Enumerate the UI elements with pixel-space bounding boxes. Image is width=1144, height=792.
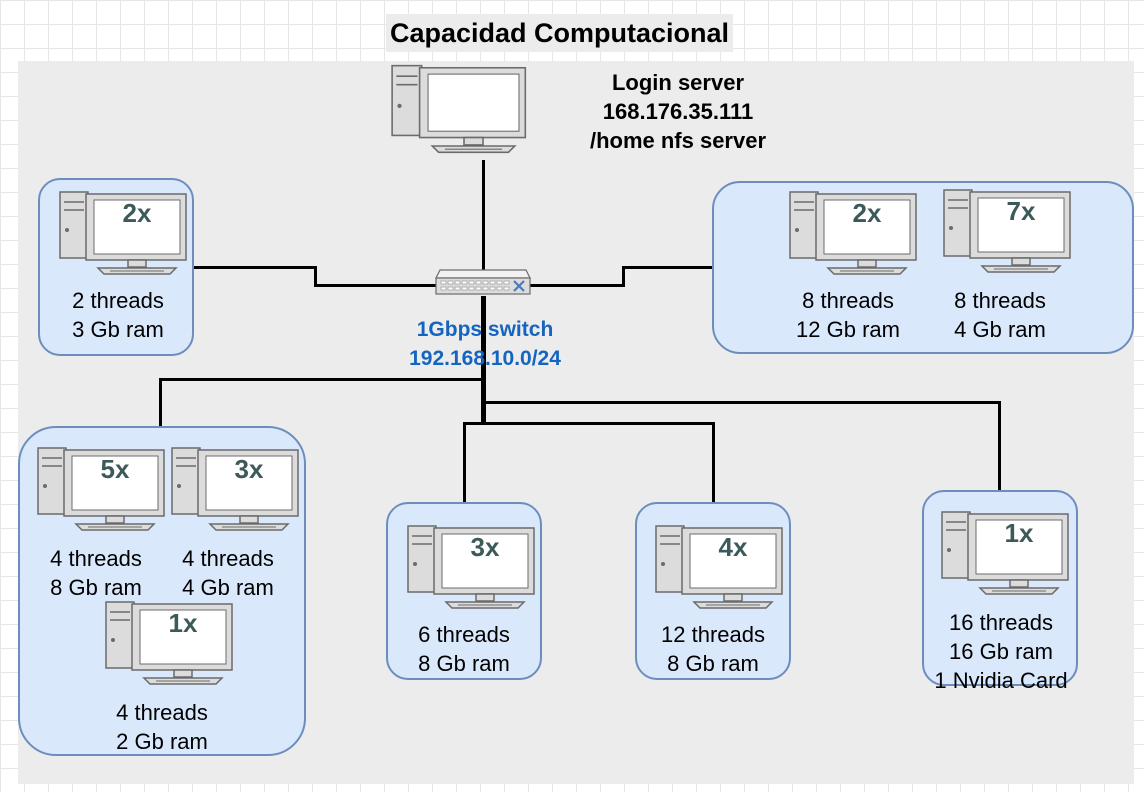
node-threads: 6 threads: [418, 622, 510, 647]
login-server-computer: [390, 56, 538, 162]
link-switch-middle-nodes: [463, 422, 466, 502]
node-threads: 4 threads: [116, 700, 208, 725]
link-switch-trunk: [481, 296, 486, 424]
node-threads: 8 threads: [954, 288, 1046, 313]
compute-node-i: 1x: [940, 508, 1080, 598]
link-group-a-switch: [314, 284, 436, 287]
diagram-title: Capacidad Computacional: [386, 14, 734, 52]
link-switch-group-left: [159, 378, 485, 381]
node-count: 7x: [1006, 196, 1036, 226]
link-switch-group-right: [622, 266, 625, 287]
node-count: 4x: [718, 532, 748, 562]
compute-node-d: 5x: [36, 444, 176, 534]
node-threads: 2 threads: [72, 288, 164, 313]
link-switch-group-right: [622, 266, 714, 269]
compute-node-a: 2x: [58, 188, 198, 278]
node-i-specs: 16 threads 16 Gb ram 1 Nvidia Card: [920, 608, 1082, 695]
link-switch-gpu-node: [998, 401, 1001, 514]
node-g-specs: 6 threads 8 Gb ram: [384, 620, 544, 678]
switch-subnet: 192.168.10.0/24: [409, 347, 561, 370]
node-count: 3x: [234, 454, 264, 484]
link-switch-middle-nodes: [463, 422, 715, 425]
compute-node-c: 7x: [942, 186, 1082, 276]
node-ram: 8 Gb ram: [50, 575, 142, 600]
node-b-specs: 8 threads 12 Gb ram: [768, 286, 928, 344]
compute-node-h: 4x: [654, 522, 794, 612]
network-switch: [434, 268, 532, 298]
node-f-specs: 4 threads 2 Gb ram: [82, 698, 242, 756]
node-ram: 12 Gb ram: [796, 317, 900, 342]
node-gpu: 1 Nvidia Card: [934, 668, 1068, 693]
node-a-specs: 2 threads 3 Gb ram: [38, 286, 198, 344]
compute-node-b: 2x: [788, 188, 928, 278]
node-count: 2x: [852, 198, 882, 228]
link-switch-group-left: [159, 378, 162, 428]
login-server-label: Login server 168.176.35.111 /home nfs se…: [548, 68, 808, 155]
link-group-a-switch: [193, 266, 316, 269]
link-group-a-switch: [314, 266, 317, 286]
node-ram: 8 Gb ram: [667, 651, 759, 676]
compute-node-e: 3x: [170, 444, 310, 534]
node-count: 3x: [470, 532, 500, 562]
node-ram: 16 Gb ram: [949, 639, 1053, 664]
node-ram: 8 Gb ram: [418, 651, 510, 676]
link-login-switch: [482, 160, 485, 270]
node-threads: 12 threads: [661, 622, 765, 647]
compute-node-g: 3x: [406, 522, 546, 612]
node-count: 5x: [100, 454, 130, 484]
login-server-ip: 168.176.35.111: [602, 99, 754, 124]
link-switch-middle-nodes: [712, 422, 715, 526]
node-count: 2x: [122, 198, 152, 228]
switch-name: 1Gbps switch: [416, 318, 554, 341]
node-e-specs: 4 threads 4 Gb ram: [148, 544, 308, 602]
node-ram: 4 Gb ram: [954, 317, 1046, 342]
node-ram: 3 Gb ram: [72, 317, 164, 342]
node-ram: 2 Gb ram: [116, 729, 208, 754]
login-server-name: Login server: [611, 70, 745, 95]
node-count: 1x: [168, 608, 198, 638]
link-switch-gpu-node: [483, 401, 1001, 404]
login-server-role: /home nfs server: [589, 128, 767, 153]
node-threads: 8 threads: [802, 288, 894, 313]
switch-label: 1Gbps switch 192.168.10.0/24: [370, 315, 600, 373]
desktop-computer-icon: [391, 64, 527, 154]
link-switch-group-right: [530, 284, 625, 287]
compute-node-f: 1x: [104, 598, 244, 688]
node-threads: 4 threads: [50, 546, 142, 571]
node-threads: 4 threads: [182, 546, 274, 571]
node-group-right: [712, 181, 1134, 354]
node-ram: 4 Gb ram: [182, 575, 274, 600]
node-d-specs: 4 threads 8 Gb ram: [16, 544, 176, 602]
node-threads: 16 threads: [949, 610, 1053, 635]
node-count: 1x: [1004, 518, 1034, 548]
node-h-specs: 12 threads 8 Gb ram: [633, 620, 793, 678]
node-c-specs: 8 threads 4 Gb ram: [920, 286, 1080, 344]
network-switch-icon: [435, 269, 531, 295]
